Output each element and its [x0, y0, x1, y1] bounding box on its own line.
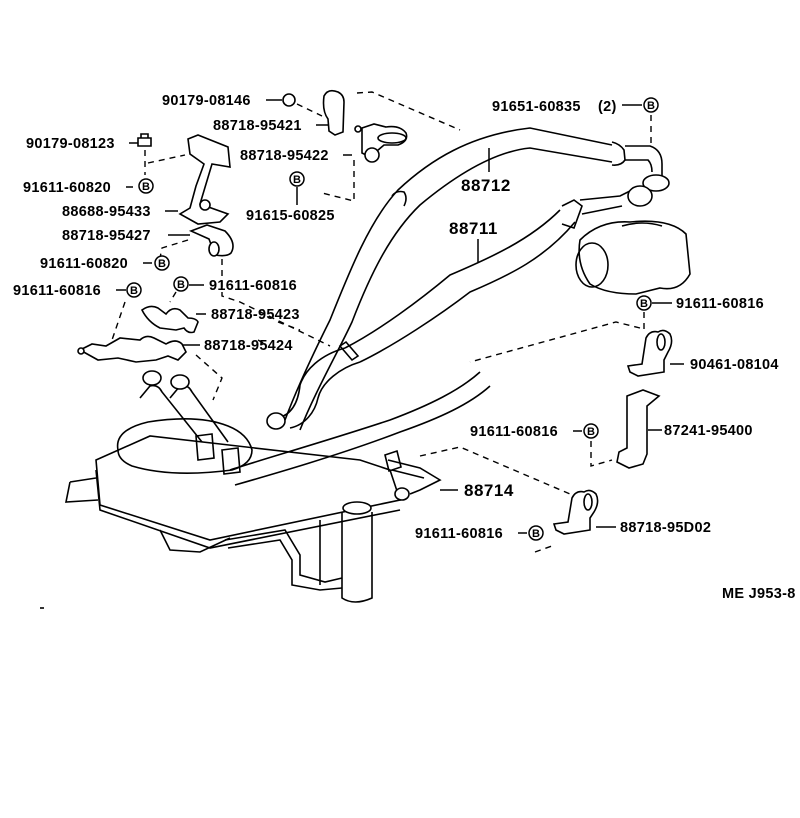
- hose-88712: [284, 127, 670, 431]
- part-label[interactable]: 88718-95423: [211, 307, 300, 323]
- bolt-b-symbol: [289, 171, 305, 187]
- callout-90461-08104: 90461-08104: [469, 321, 779, 377]
- part-label[interactable]: 91611-60820: [23, 180, 111, 196]
- bolt-b-symbol: [138, 178, 154, 194]
- callout-87241-95400: 87241-95400: [616, 389, 753, 469]
- part-label[interactable]: 88718-95424: [204, 338, 293, 354]
- part-label[interactable]: 87241-95400: [664, 423, 753, 439]
- compressor: [575, 220, 691, 295]
- callout-88718-95422: 88718-95422: [240, 123, 408, 202]
- part-label[interactable]: 91611-60816: [470, 424, 558, 440]
- bolt-b-text: B: [640, 298, 648, 310]
- callout-91611-60816-c: B 91611-60816: [636, 295, 764, 330]
- callout-88718-95423: 88718-95423: [140, 305, 301, 334]
- bolt-b-text: B: [647, 100, 655, 112]
- clip-icon: [140, 305, 199, 334]
- bolt-icon: [137, 133, 152, 147]
- part-label[interactable]: 91611-60816: [13, 283, 101, 299]
- callout-88714: 88714: [419, 446, 571, 500]
- part-quantity: (2): [598, 99, 617, 115]
- bolt-b-symbol: [643, 97, 659, 113]
- callout-88711: 88711: [449, 219, 498, 262]
- callout-88712: 88712: [461, 148, 511, 195]
- part-label[interactable]: 91611-60820: [40, 256, 128, 272]
- bolt-b-symbol: [528, 525, 544, 541]
- callout-91651-60835: 91651-60835 (2) B: [492, 97, 659, 145]
- clamp-icon: [188, 224, 234, 257]
- bolt-b-symbol: [154, 255, 170, 271]
- callout-88718-95424: 88718-95424: [77, 335, 293, 401]
- part-label[interactable]: 91611-60816: [676, 296, 764, 312]
- part-label[interactable]: 88718-95421: [213, 118, 302, 134]
- callout-90179-08123: 90179-08123: [26, 133, 186, 175]
- bolt-b-symbol: [583, 423, 599, 439]
- part-label[interactable]: 88718-95422: [240, 148, 329, 164]
- callout-91611-60816-e: 91611-60816 B: [415, 525, 553, 553]
- bolt-b-text: B: [142, 181, 150, 193]
- callout-91611-60816-d: 91611-60816 B: [470, 423, 613, 467]
- part-label[interactable]: 88718-95427: [62, 228, 151, 244]
- part-label[interactable]: 88688-95433: [62, 204, 151, 220]
- part-label[interactable]: 91611-60816: [415, 526, 503, 542]
- bracket-icon: [616, 389, 661, 469]
- callout-91611-60820-b: 91611-60820 B: [40, 255, 170, 272]
- part-label[interactable]: 91651-60835: [492, 99, 581, 115]
- bolt-b-symbol: [126, 282, 142, 298]
- nut-icon: [282, 93, 296, 107]
- bolt-b-text: B: [587, 426, 595, 438]
- callout-88688-95433: 88688-95433: [62, 134, 231, 225]
- part-label[interactable]: 91611-60816: [209, 278, 297, 294]
- part-label[interactable]: 88718-95D02: [620, 520, 711, 536]
- liquid-line-88714: [384, 449, 442, 501]
- part-label[interactable]: 91615-60825: [246, 208, 335, 224]
- clamp-icon: [322, 89, 345, 136]
- part-label[interactable]: 90461-08104: [690, 357, 779, 373]
- bracket-clamp-icon: [354, 123, 408, 163]
- callout-91611-60816-a: B 91611-60816: [169, 276, 297, 303]
- callout-91611-60816-b: 91611-60816 B: [13, 282, 142, 341]
- bolt-b-text: B: [177, 279, 185, 291]
- receiver-drier: [224, 501, 373, 603]
- part-label[interactable]: 88711: [449, 219, 498, 238]
- bracket-icon: [178, 134, 231, 225]
- part-label[interactable]: 88712: [461, 176, 511, 195]
- callout-88718-95427: 88718-95427: [62, 224, 331, 347]
- hose-88711: [344, 185, 653, 363]
- callout-88718-95D02: 88718-95D02: [552, 489, 711, 536]
- part-label[interactable]: 90179-08123: [26, 136, 115, 152]
- suction-lines: [229, 340, 491, 486]
- bolt-b-symbol: [636, 295, 652, 311]
- bolt-b-text: B: [532, 528, 540, 540]
- cooling-unit: [65, 370, 402, 553]
- clip-icon: [78, 335, 187, 363]
- diagram-code: ME J953-8: [722, 586, 796, 602]
- part-label[interactable]: 88714: [464, 481, 514, 500]
- bolt-b-text: B: [130, 285, 138, 297]
- callout-90179-08146: 90179-08146: [162, 93, 323, 117]
- bolt-b-text: B: [293, 174, 301, 186]
- callout-91615-60825: B 91615-60825: [246, 171, 335, 224]
- bolt-b-text: B: [158, 258, 166, 270]
- callout-91611-60820-a: 91611-60820 B: [23, 178, 154, 196]
- callout-88718-95421: 88718-95421: [213, 89, 461, 136]
- part-label[interactable]: 90179-08146: [162, 93, 251, 109]
- bolt-b-symbol: [173, 276, 189, 292]
